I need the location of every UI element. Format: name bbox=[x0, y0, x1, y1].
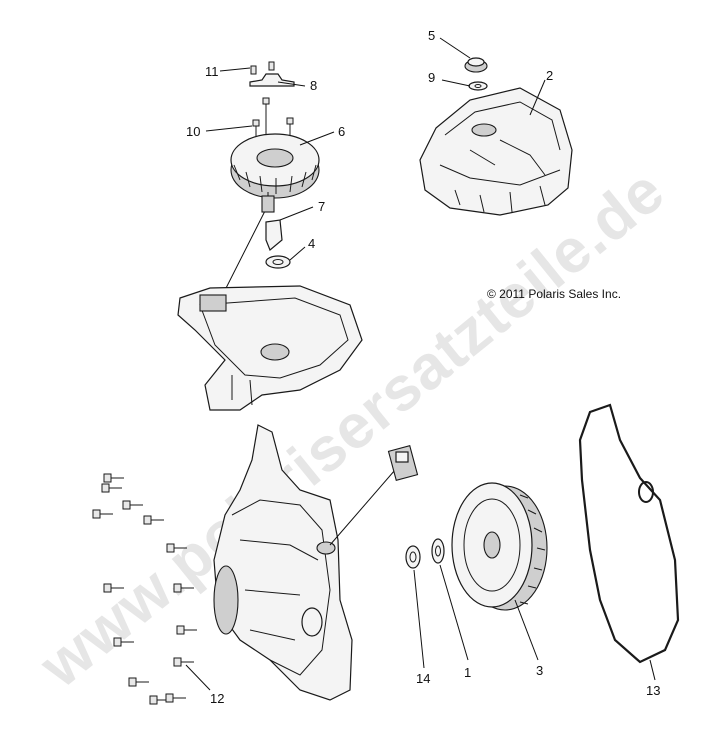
callout-3: 3 bbox=[536, 663, 543, 678]
flywheel-part bbox=[451, 482, 548, 611]
callout-2: 2 bbox=[546, 68, 553, 83]
callout-6: 6 bbox=[338, 124, 345, 139]
callout-10: 10 bbox=[186, 124, 200, 139]
callout-1: 1 bbox=[464, 665, 471, 680]
callout-4: 4 bbox=[308, 236, 315, 251]
speed-sensor-part bbox=[329, 444, 419, 546]
plug-part bbox=[464, 57, 488, 73]
grommet-part bbox=[265, 219, 283, 251]
callout-12: 12 bbox=[210, 691, 224, 706]
callout-8: 8 bbox=[310, 78, 317, 93]
washer-part bbox=[468, 81, 488, 91]
stator-cover-part bbox=[419, 87, 573, 216]
inner-cover-part bbox=[177, 285, 363, 411]
washer-4-part bbox=[265, 255, 291, 269]
callout-7: 7 bbox=[318, 199, 325, 214]
washer-1-part bbox=[431, 538, 445, 564]
clutch-cover-part bbox=[213, 424, 353, 701]
callout-13: 13 bbox=[646, 683, 660, 698]
nut-part bbox=[405, 545, 421, 569]
screws-part bbox=[250, 61, 275, 75]
gasket-part bbox=[578, 403, 680, 664]
stator-part bbox=[219, 133, 320, 301]
stator-bolts-part bbox=[252, 97, 294, 145]
callouts: 11 8 10 6 7 4 5 9 2 12 14 1 3 bbox=[185, 28, 660, 706]
callout-11: 11 bbox=[205, 64, 219, 79]
cover-bolts-part bbox=[92, 473, 197, 705]
callout-9: 9 bbox=[428, 70, 435, 85]
watermark: www.polarisersatzteile.de bbox=[27, 156, 678, 702]
copyright-text: © 2011 Polaris Sales Inc. bbox=[487, 287, 621, 301]
callout-14: 14 bbox=[416, 671, 430, 686]
watermark-text: www.polarisersatzteile.de bbox=[27, 156, 678, 702]
callout-5: 5 bbox=[428, 28, 435, 43]
clamp-part bbox=[249, 73, 295, 87]
